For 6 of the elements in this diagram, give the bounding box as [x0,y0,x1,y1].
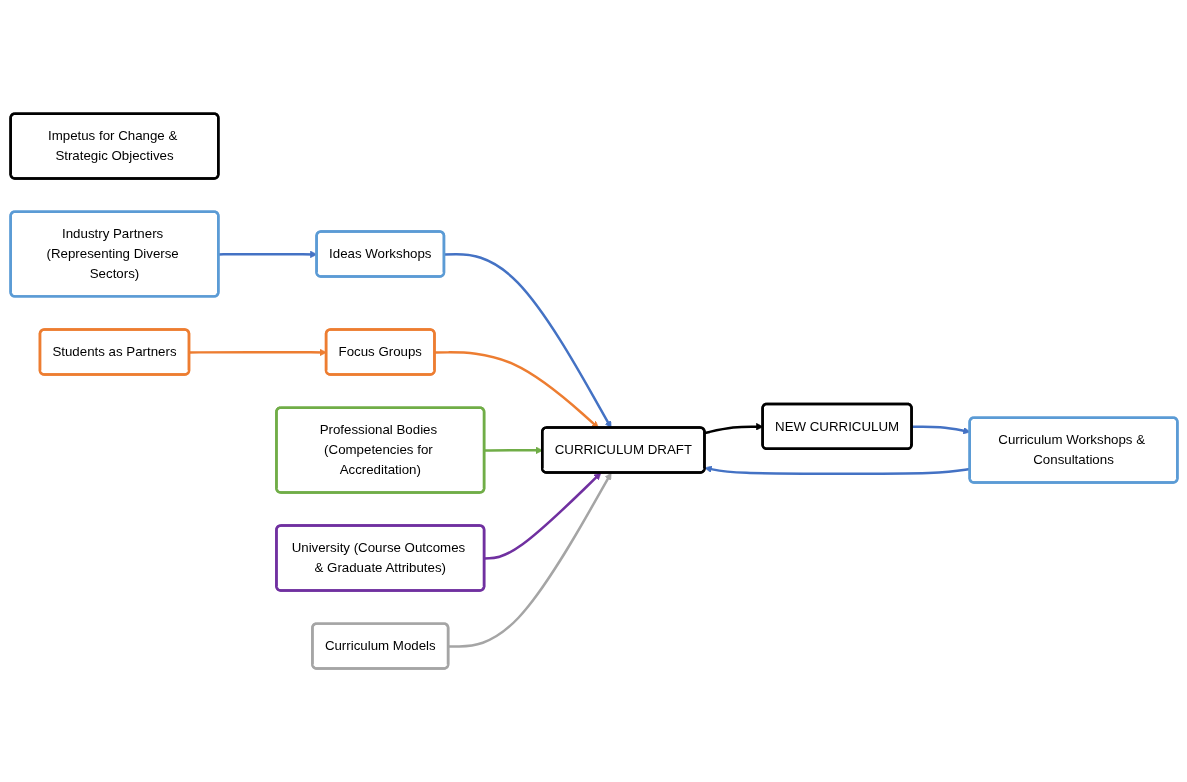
arrow [704,465,970,475]
arrow [704,422,763,435]
arrow [911,425,970,435]
arrow [218,250,317,258]
arrow [448,472,611,648]
arrow [484,472,601,560]
